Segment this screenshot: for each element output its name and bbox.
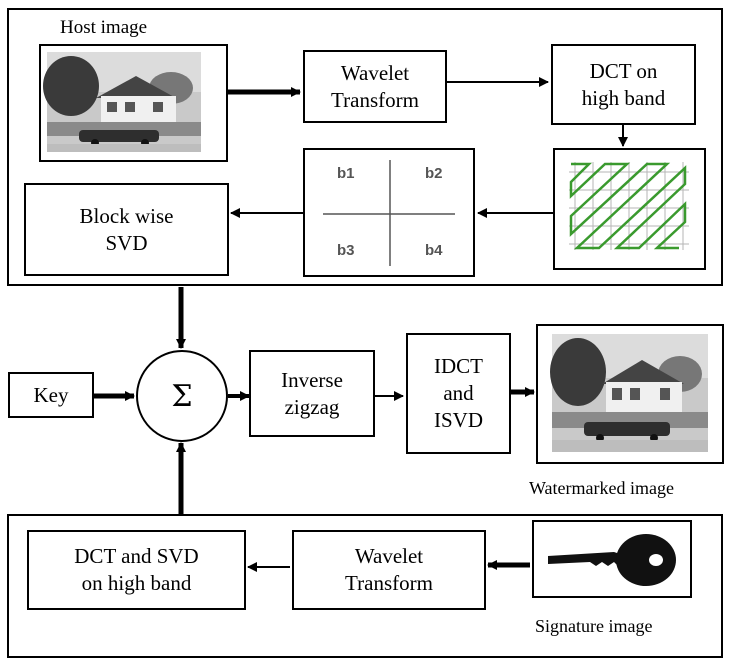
idct-line-1: IDCT [434, 354, 483, 378]
signature-image-caption: Signature image [535, 616, 653, 636]
band-label-b2: b2 [425, 165, 443, 182]
host-processing-frame [7, 8, 723, 286]
signature-wavelet-line-2: Transform [345, 571, 433, 595]
dct-high-band-box: DCT on high band [551, 44, 696, 125]
dct-high-band-line-1: DCT on [589, 58, 658, 83]
signature-processing-frame [7, 514, 723, 658]
watermarked-image-thumbnail [536, 324, 724, 464]
idct-line-3: ISVD [433, 408, 483, 432]
sigma-symbol: Σ [171, 378, 193, 414]
host-wavelet-transform-box: Wavelet Transform [303, 50, 447, 123]
subband-quadrant-box: b1 b2 b3 b4 [303, 148, 475, 277]
host-image-thumbnail [39, 44, 228, 162]
block-svd-line-1: Block wise [79, 203, 174, 228]
inverse-zigzag-line-2: zigzag [284, 394, 340, 419]
zigzag-scan-box [553, 148, 706, 270]
idct-line-2: and [443, 381, 474, 405]
band-label-b1: b1 [337, 165, 355, 182]
key-box: Key [8, 372, 94, 418]
key-label: Key [33, 382, 69, 407]
signature-image-thumbnail [532, 520, 692, 598]
dct-high-band-line-2: high band [581, 85, 666, 110]
host-wavelet-line-1: Wavelet [340, 60, 410, 85]
quadrant-divider-lines [323, 160, 455, 266]
idct-isvd-box: IDCT and ISVD [406, 333, 511, 454]
inverse-zigzag-line-1: Inverse [281, 367, 343, 392]
signature-wavelet-transform-box: Wavelet Transform [292, 530, 486, 610]
host-wavelet-line-2: Transform [331, 87, 419, 112]
summation-node: Σ [136, 350, 228, 442]
block-wise-svd-box: Block wise SVD [24, 183, 229, 276]
dct-and-svd-box: DCT and SVD on high band [27, 530, 246, 610]
block-svd-line-2: SVD [105, 230, 148, 255]
zigzag-scan-icon [569, 162, 689, 250]
inverse-zigzag-box: Inverse zigzag [249, 350, 375, 437]
watermarked-image-caption: Watermarked image [529, 478, 674, 498]
band-label-b4: b4 [425, 242, 443, 259]
dct-svd-line-1: DCT and SVD [74, 544, 199, 568]
band-label-b3: b3 [337, 242, 355, 259]
host-image-caption: Host image [60, 17, 148, 38]
signature-wavelet-line-1: Wavelet [354, 544, 424, 568]
key-icon [548, 534, 676, 586]
dct-svd-line-2: on high band [81, 571, 192, 595]
